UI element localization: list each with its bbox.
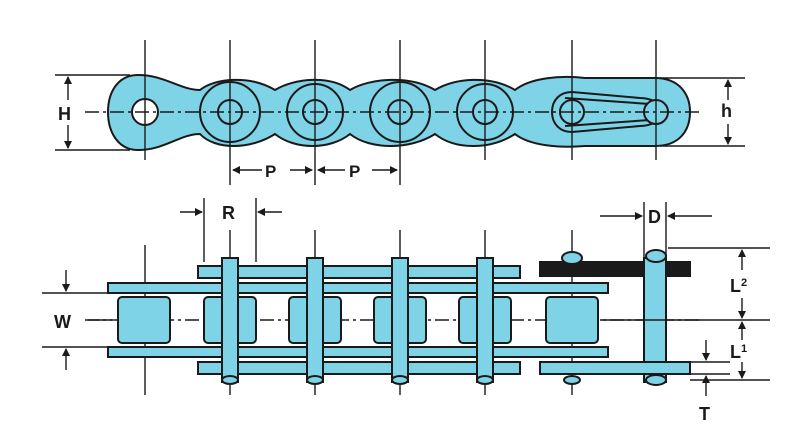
pin-4 [476,257,494,383]
label-W: W [54,312,71,332]
label-T: T [699,404,710,424]
pin-3 [391,257,409,383]
pin-foot-1 [221,375,239,385]
label-h: h [721,101,732,121]
outer-plate-bottom [197,361,521,375]
connecting-plate-top [539,261,691,277]
roller-6 [545,296,599,344]
label-L1: L1 [730,342,747,362]
roller-1 [117,296,171,344]
dim-H [55,74,130,151]
pin-foot-6 [645,374,667,386]
connecting-plate-bottom [539,361,691,375]
pin-foot-3 [391,375,409,385]
label-H: H [58,104,71,124]
dim-W [42,270,118,370]
dim-h [660,77,745,147]
label-L2: L2 [730,276,747,296]
label-D: D [648,207,661,227]
dim-T [690,340,730,396]
inner-plate-bottom [107,346,609,358]
dim-R [180,198,282,262]
outer-plate-top [197,265,521,279]
label-R: R [222,203,235,223]
pin-foot-5 [563,375,581,385]
dim-D [600,202,712,258]
side-view-centerlines [85,40,700,185]
pin-2 [306,257,324,383]
connecting-pin-head-2 [645,249,667,263]
pin-foot-4 [476,375,494,385]
connecting-pin-head [561,251,583,265]
pin-1 [221,257,239,383]
pin-foot-2 [306,375,324,385]
label-P-2: P [349,162,360,181]
spring-clip [564,97,651,127]
inner-plate-top [107,282,609,294]
plan-view [107,249,691,386]
label-P-1: P [265,162,276,181]
